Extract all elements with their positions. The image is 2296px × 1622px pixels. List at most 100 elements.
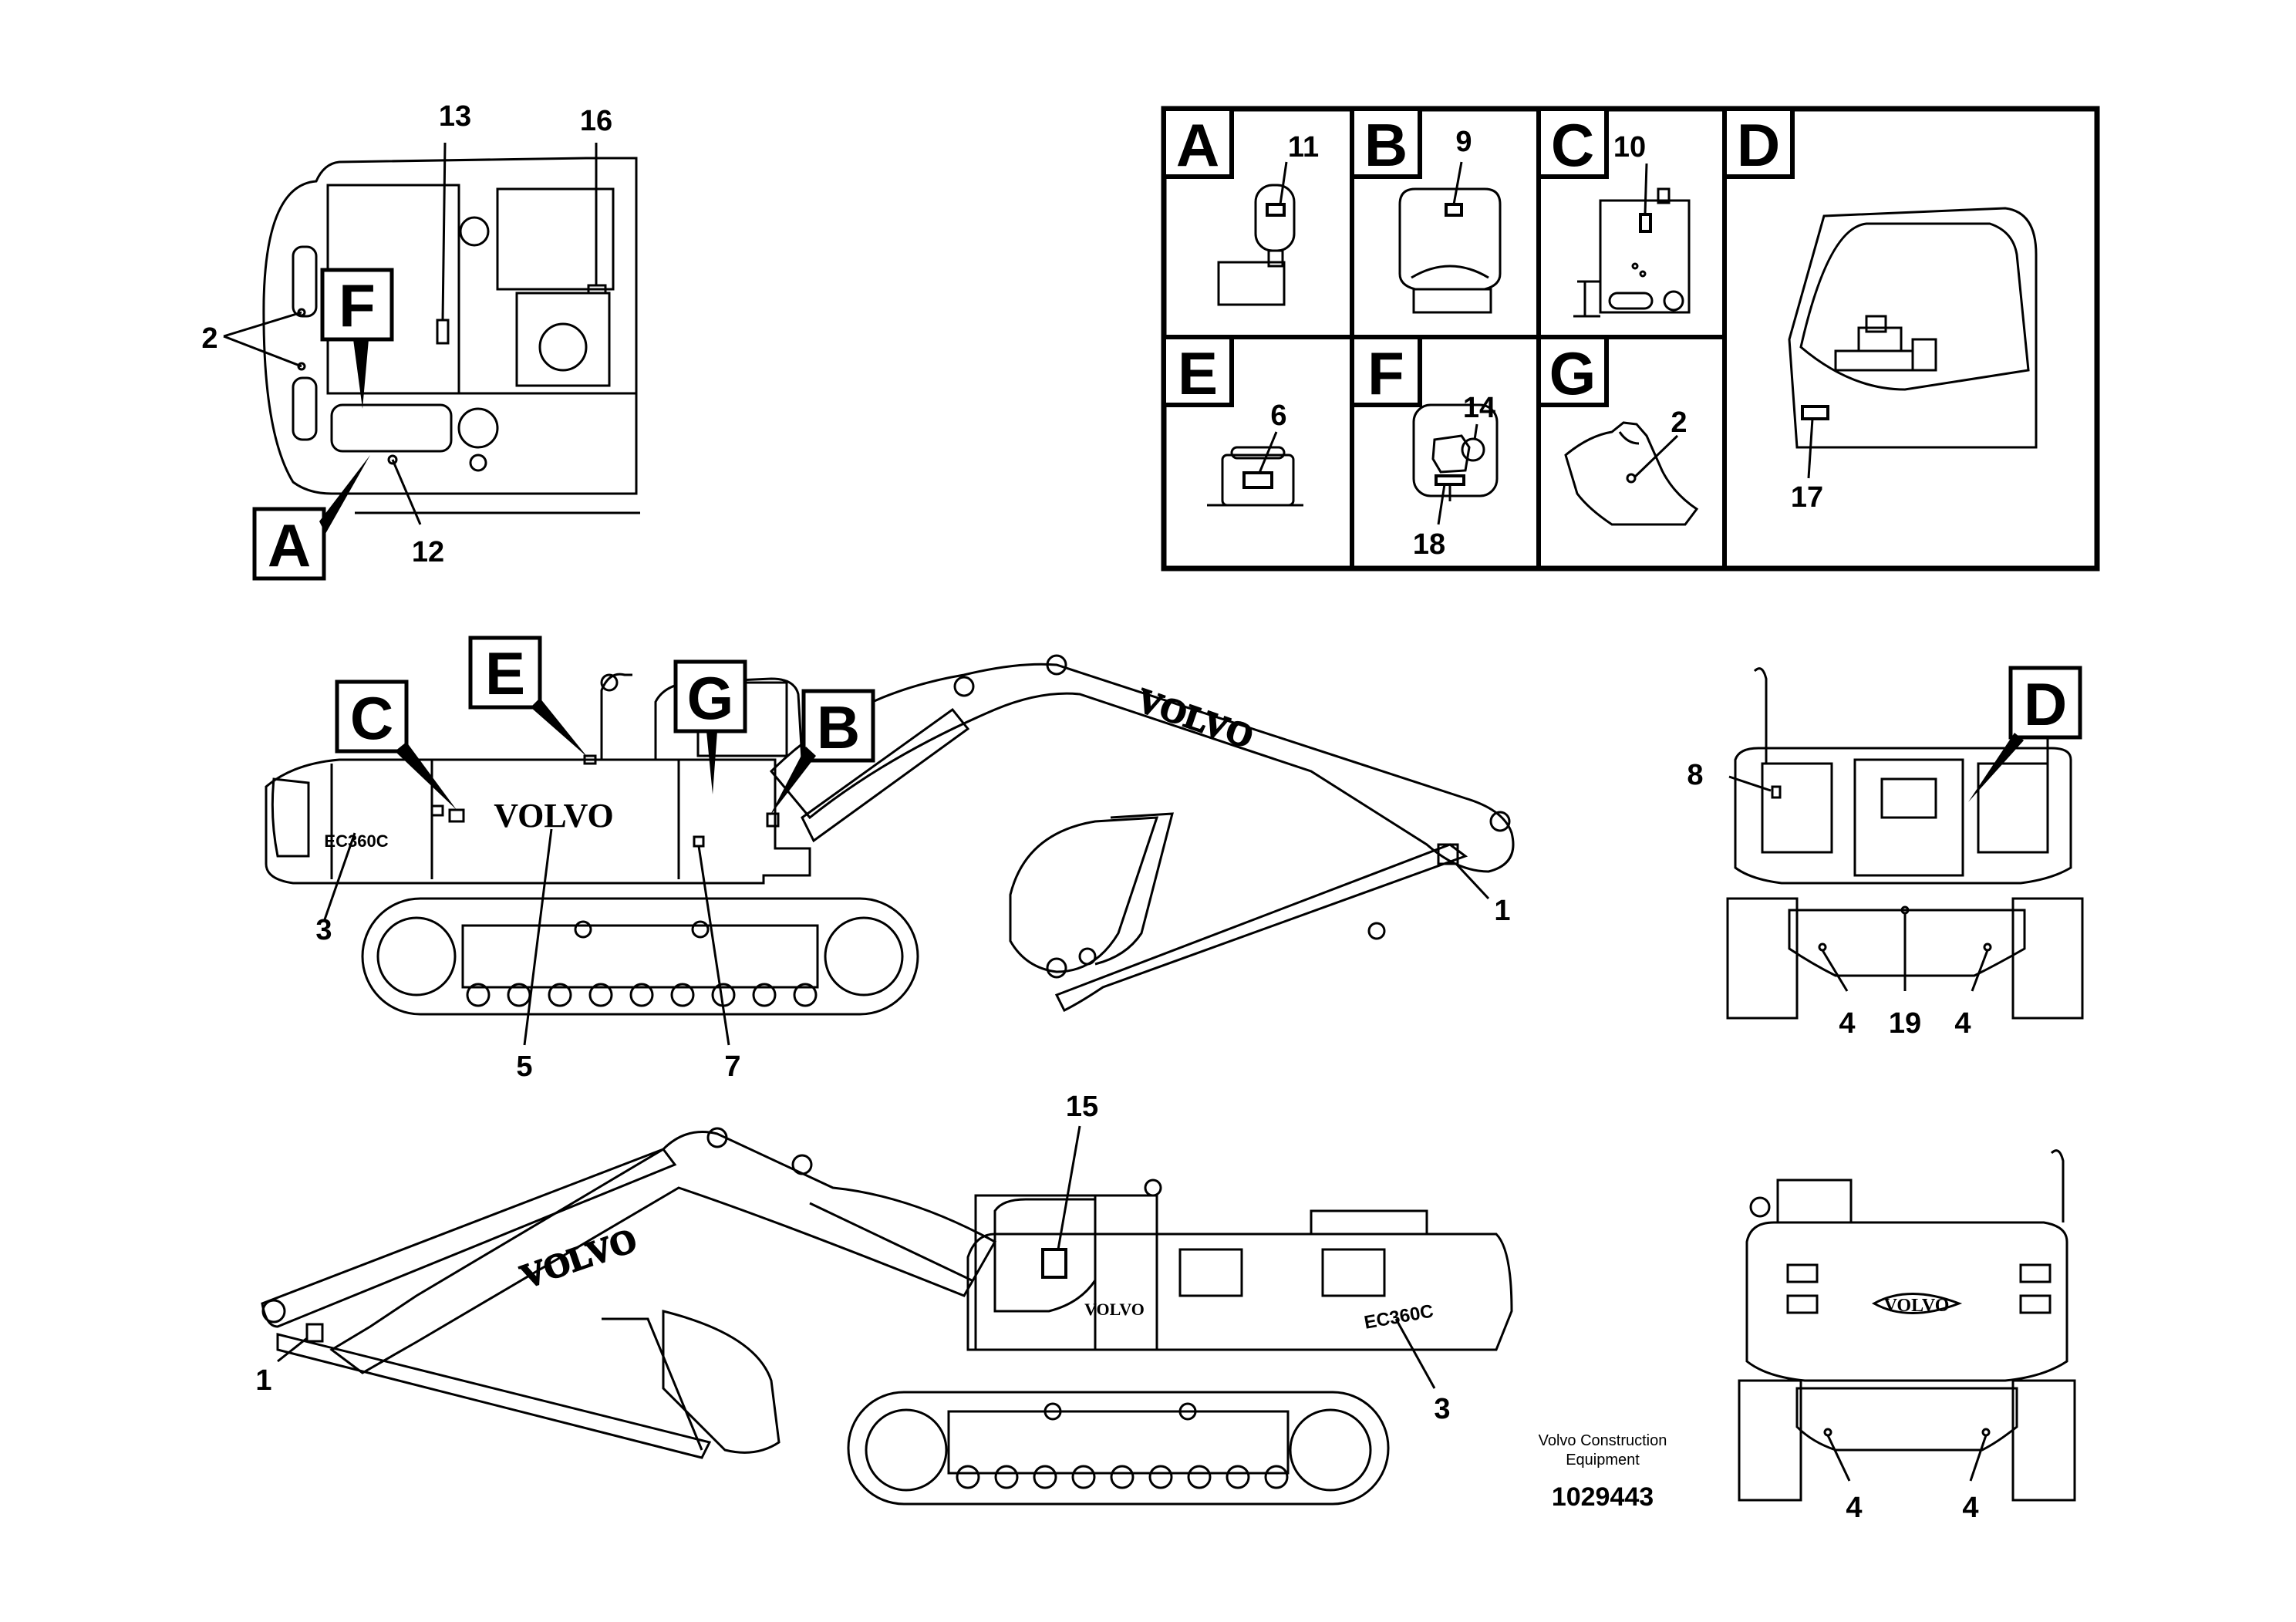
track-roller-3 xyxy=(548,983,572,1007)
front-emblem-outline xyxy=(1871,1293,1963,1314)
callout-11: 11 xyxy=(1288,131,1319,164)
callout-4-front-right: 4 xyxy=(1962,1492,1978,1524)
detail-ref-box-d-rear xyxy=(2008,666,2082,740)
decal-8-marker xyxy=(1771,785,1782,799)
callout-2-detail: 2 xyxy=(1671,406,1687,439)
rear-track-right xyxy=(2011,897,2084,1020)
detail-ref-box-b-side xyxy=(801,689,875,763)
boom-cylinder-left xyxy=(801,707,970,843)
publisher-line-2: Equipment xyxy=(1566,1452,1640,1469)
right-side-labels: VOLVO VOLVO EC360C 15 1 3 xyxy=(255,1091,1450,1425)
detail-grid xyxy=(1161,106,2100,572)
rs-side-vent-2 xyxy=(1321,1248,1386,1297)
decal-b-marker xyxy=(766,812,780,828)
model-badge-right: EC360C xyxy=(1363,1300,1435,1333)
decal-9-marker xyxy=(1445,203,1463,217)
decal-2-marker-detail xyxy=(1626,473,1637,484)
decal-12-marker xyxy=(387,454,398,465)
rear-track-left xyxy=(1726,897,1799,1020)
front-view-labels: VOLVO 4 4 xyxy=(1846,1296,1978,1524)
track-frame-left xyxy=(461,924,819,989)
filter-base xyxy=(1217,261,1286,306)
filter-neck xyxy=(1267,249,1284,268)
rear-radiator xyxy=(1880,777,1937,819)
right-side-view xyxy=(261,1125,1513,1506)
detail-ref-box-a-top xyxy=(252,507,326,581)
detail-panel-f: F 14 18 xyxy=(1350,335,1499,561)
swing-motor xyxy=(457,407,499,449)
rs-idler-wheel xyxy=(865,1408,948,1492)
callout-14: 14 xyxy=(1463,392,1495,424)
bucket-hinge-line xyxy=(1618,431,1640,445)
cylinder-pin xyxy=(1367,922,1386,940)
bucket-left xyxy=(1009,816,1159,973)
rs-track-roller-2 xyxy=(994,1465,1019,1489)
panel-letter-d: D xyxy=(1737,111,1780,179)
rs-drive-sprocket xyxy=(1289,1408,1372,1492)
boom-elbow-pin xyxy=(1046,654,1067,676)
sight-window xyxy=(1608,292,1654,310)
rear-door-right xyxy=(1977,762,2049,854)
front-light-right-upper xyxy=(2019,1263,2052,1283)
detail-ref-box-f-top xyxy=(320,268,394,342)
boom-pin xyxy=(953,676,975,697)
carrier-roller-2 xyxy=(691,920,710,939)
pointer-e-side xyxy=(531,698,588,757)
bucket-link xyxy=(1094,812,1174,966)
battery-box xyxy=(330,403,453,453)
pointer-b-side xyxy=(770,747,816,816)
leader-2a xyxy=(223,311,302,338)
indicator-dot-2 xyxy=(1639,270,1647,278)
boom-arm xyxy=(769,663,1515,873)
cab-glass xyxy=(1799,222,2030,391)
callout-10: 10 xyxy=(1613,131,1646,164)
leader-4-rear-right xyxy=(1971,949,1989,992)
rs-track-roller-8 xyxy=(1226,1465,1250,1489)
grease-point xyxy=(469,454,487,472)
callout-4-front-left: 4 xyxy=(1846,1492,1862,1524)
leader-4-front-right xyxy=(1969,1435,1988,1482)
beacon-light xyxy=(600,673,619,692)
publisher-block: Volvo Construction Equipment 1029443 xyxy=(1539,1432,1667,1512)
rear-undercarriage xyxy=(1788,909,2026,977)
front-light-right-lower xyxy=(2019,1294,2052,1314)
detail-ref-d-rear: D xyxy=(2024,670,2067,738)
decal-15-marker xyxy=(1041,1248,1067,1279)
detail-panel-c: C 10 xyxy=(1536,106,1691,318)
pointer-g-side xyxy=(706,731,717,794)
model-badge-left: EC360C xyxy=(324,831,388,851)
track-roller-5 xyxy=(629,983,654,1007)
panel-letter-e: E xyxy=(1178,339,1218,407)
rs-cab xyxy=(974,1194,1158,1351)
publisher-line-1: Volvo Construction xyxy=(1539,1432,1667,1449)
decal-4-marker-rear-right xyxy=(1983,943,1992,952)
rs-track-roller-3 xyxy=(1033,1465,1057,1489)
upperstructure-body xyxy=(265,758,811,885)
decal-14-marker xyxy=(1461,437,1485,462)
drive-sprocket-left xyxy=(376,916,457,996)
rs-carrier-roller-1 xyxy=(1043,1402,1062,1421)
rs-arm xyxy=(261,1148,677,1328)
leader-15 xyxy=(1057,1125,1081,1250)
seat-console-top xyxy=(1865,315,1887,333)
callout-16: 16 xyxy=(580,105,612,137)
fuel-cap xyxy=(459,216,490,247)
decal-7-marker xyxy=(693,835,705,848)
volvo-wordmark-rs-boom: VOLVO xyxy=(516,1221,642,1296)
decal-1-marker-left xyxy=(1437,843,1459,865)
detail-panel-g: G 2 xyxy=(1536,335,1699,526)
coolant-tank xyxy=(1599,199,1691,314)
front-view xyxy=(1738,1149,2076,1502)
front-track-left xyxy=(1738,1379,1802,1502)
leader-4-front-left xyxy=(1826,1435,1851,1482)
leader-18 xyxy=(1437,484,1446,525)
reservoir-cap xyxy=(1230,446,1286,460)
decal-4-marker-rear-left xyxy=(1818,943,1827,952)
rs-track-roller-4 xyxy=(1071,1465,1096,1489)
callout-1-right: 1 xyxy=(255,1364,271,1397)
leader-6 xyxy=(1258,431,1278,474)
detail-panel-e: E 6 xyxy=(1161,335,1303,507)
callout-1-left: 1 xyxy=(1494,895,1510,927)
rs-track-frame xyxy=(947,1410,1290,1475)
decal-17-marker xyxy=(1801,405,1829,420)
